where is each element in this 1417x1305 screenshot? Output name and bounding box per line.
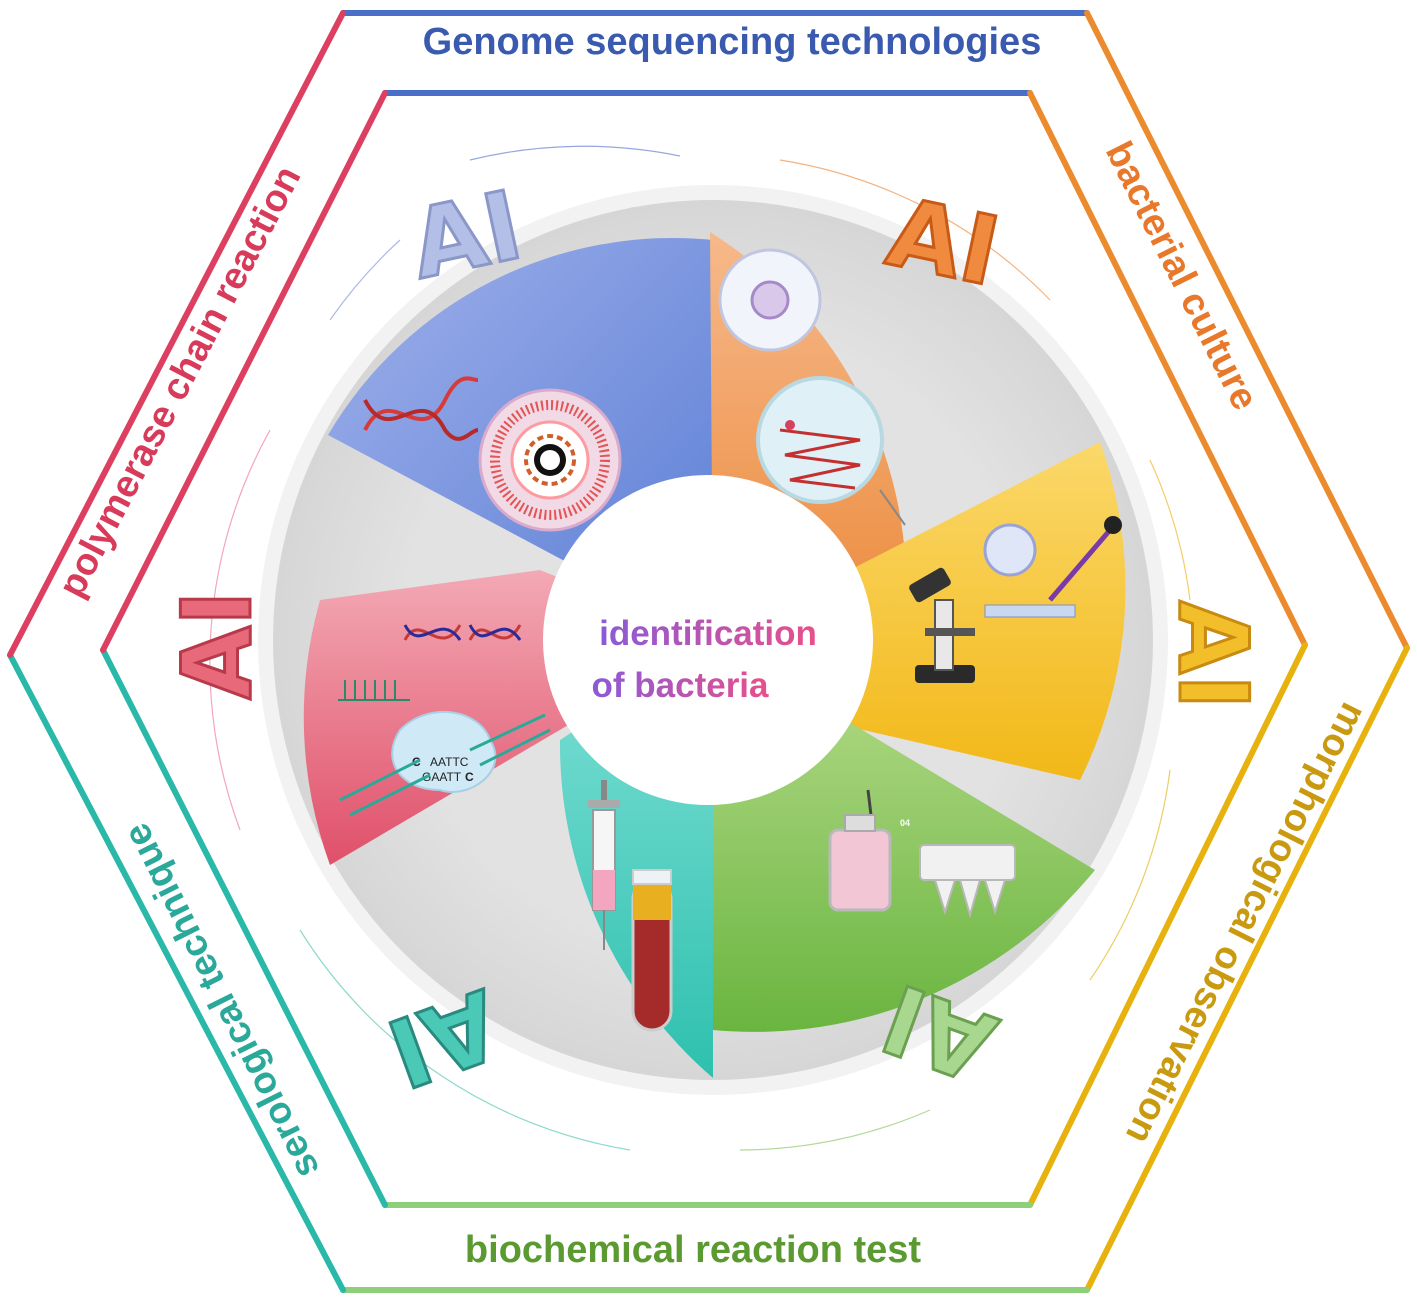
inner-edge-top-right — [1027, 90, 1308, 648]
blood-tube-icon — [631, 869, 673, 1032]
inner-hexagon — [100, 90, 1308, 1208]
petri-dish-icon — [756, 376, 884, 504]
ai-mark-genome: AI — [402, 171, 531, 301]
hex-edge-bottom-right — [1084, 645, 1410, 1293]
hex-edge-top-right — [1084, 10, 1410, 651]
ai-mark-morphology: AI — [1157, 601, 1267, 710]
microscope-icon — [909, 567, 975, 683]
genome-illustration — [363, 376, 622, 532]
serological-illustration — [588, 780, 673, 1032]
genome-ring-icon — [478, 388, 622, 532]
hex-edge-bottom-left — [7, 652, 346, 1293]
inner-edge-bottom-right — [1027, 642, 1308, 1208]
sequence-bottom: GAATT — [422, 770, 462, 784]
dna-ladder-icon — [339, 713, 551, 817]
outer-hexagon — [7, 10, 1410, 1293]
inner-edge-top-left — [100, 90, 388, 653]
sequence-top: AATTC — [430, 755, 469, 769]
base-c-bottom: C — [465, 770, 474, 784]
orbit-arcs — [209, 145, 1191, 1151]
syringe-icon — [588, 780, 620, 950]
hex-edge-top-left — [7, 10, 346, 658]
label-serological-technique: serological technique — [116, 816, 328, 1184]
step-number: 04 — [900, 818, 910, 828]
label-genome-sequencing: Genome sequencing technologies — [423, 21, 1042, 63]
dna-helix-icon — [363, 376, 479, 441]
dropper-icon — [1048, 528, 1112, 602]
biochemical-illustration: 04 — [828, 789, 1016, 919]
morphology-illustration — [909, 516, 1122, 683]
ai-mark-culture: AI — [879, 178, 1008, 308]
pcr-dna-icon — [403, 624, 522, 641]
center-title-line1: identification — [599, 614, 817, 653]
primer-comb-icon — [338, 680, 410, 701]
sequence-labels: C AATTC GAATT C — [412, 755, 474, 784]
glass-slide-icon — [984, 604, 1076, 618]
flask-icon — [828, 828, 892, 912]
well-plate-icon — [919, 844, 1016, 919]
label-biochemical-reaction: biochemical reaction test — [465, 1229, 921, 1271]
center-circle — [543, 475, 873, 805]
ai-mark-pcr: AI — [163, 591, 273, 700]
inner-edge-bottom-left — [100, 647, 388, 1208]
culture-illustration — [718, 248, 906, 526]
center-title-line2: of bacteria — [592, 666, 770, 705]
pcr-illustration: C AATTC GAATT C — [338, 624, 551, 817]
bacteria-view-icon — [983, 523, 1037, 577]
